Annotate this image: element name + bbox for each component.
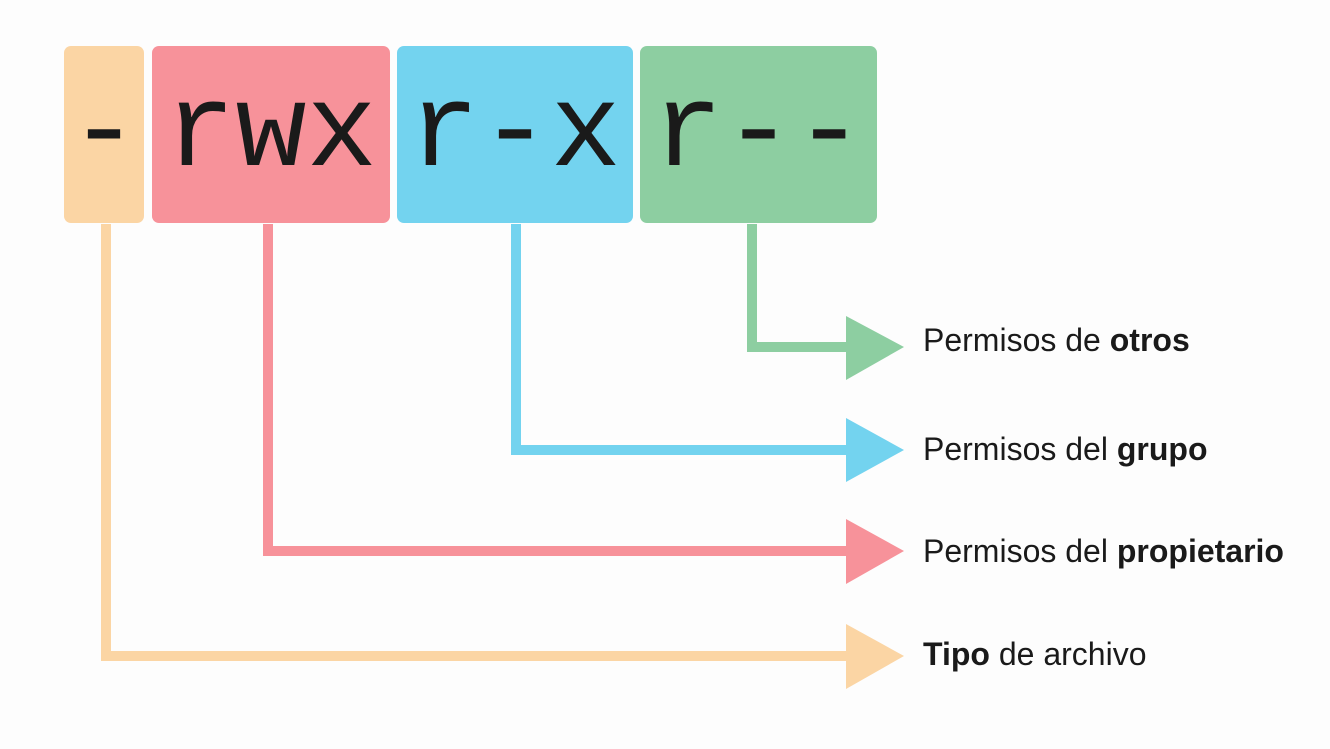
others-connector-line — [747, 224, 850, 352]
type-arrowhead — [846, 624, 904, 689]
group-connector-line — [511, 224, 850, 455]
group-label-bold: grupo — [1116, 431, 1208, 467]
group-permissions-block: r-x — [397, 46, 633, 223]
group-arrowhead — [846, 418, 904, 482]
group-permissions-label: Permisos del grupo — [923, 433, 1207, 465]
others-permissions-block: r-- — [640, 46, 877, 223]
owner-arrowhead — [846, 519, 904, 584]
type-label-bold: Tipo — [923, 636, 990, 672]
others-arrowhead — [846, 316, 904, 380]
others-permissions-label: Permisos de otros — [923, 324, 1190, 356]
group-permission-chars: r-x — [408, 67, 622, 201]
group-label-prefix: Permisos del — [923, 431, 1117, 467]
others-label-prefix: Permisos de — [923, 322, 1110, 358]
others-permission-chars: r-- — [652, 67, 865, 201]
type-connector-line — [101, 224, 850, 661]
owner-permissions-label: Permisos del propietario — [923, 535, 1284, 567]
file-type-char: - — [68, 67, 140, 201]
file-type-label: Tipo de archivo — [923, 638, 1146, 670]
owner-connector-line — [263, 224, 850, 556]
others-label-bold: otros — [1109, 322, 1190, 358]
owner-label-prefix: Permisos del — [923, 533, 1117, 569]
type-label-suffix: de archivo — [989, 636, 1147, 672]
file-type-block: - — [64, 46, 144, 223]
owner-permissions-block: rwx — [152, 46, 390, 223]
owner-label-bold: propietario — [1116, 533, 1284, 569]
owner-permission-chars: rwx — [164, 67, 378, 201]
